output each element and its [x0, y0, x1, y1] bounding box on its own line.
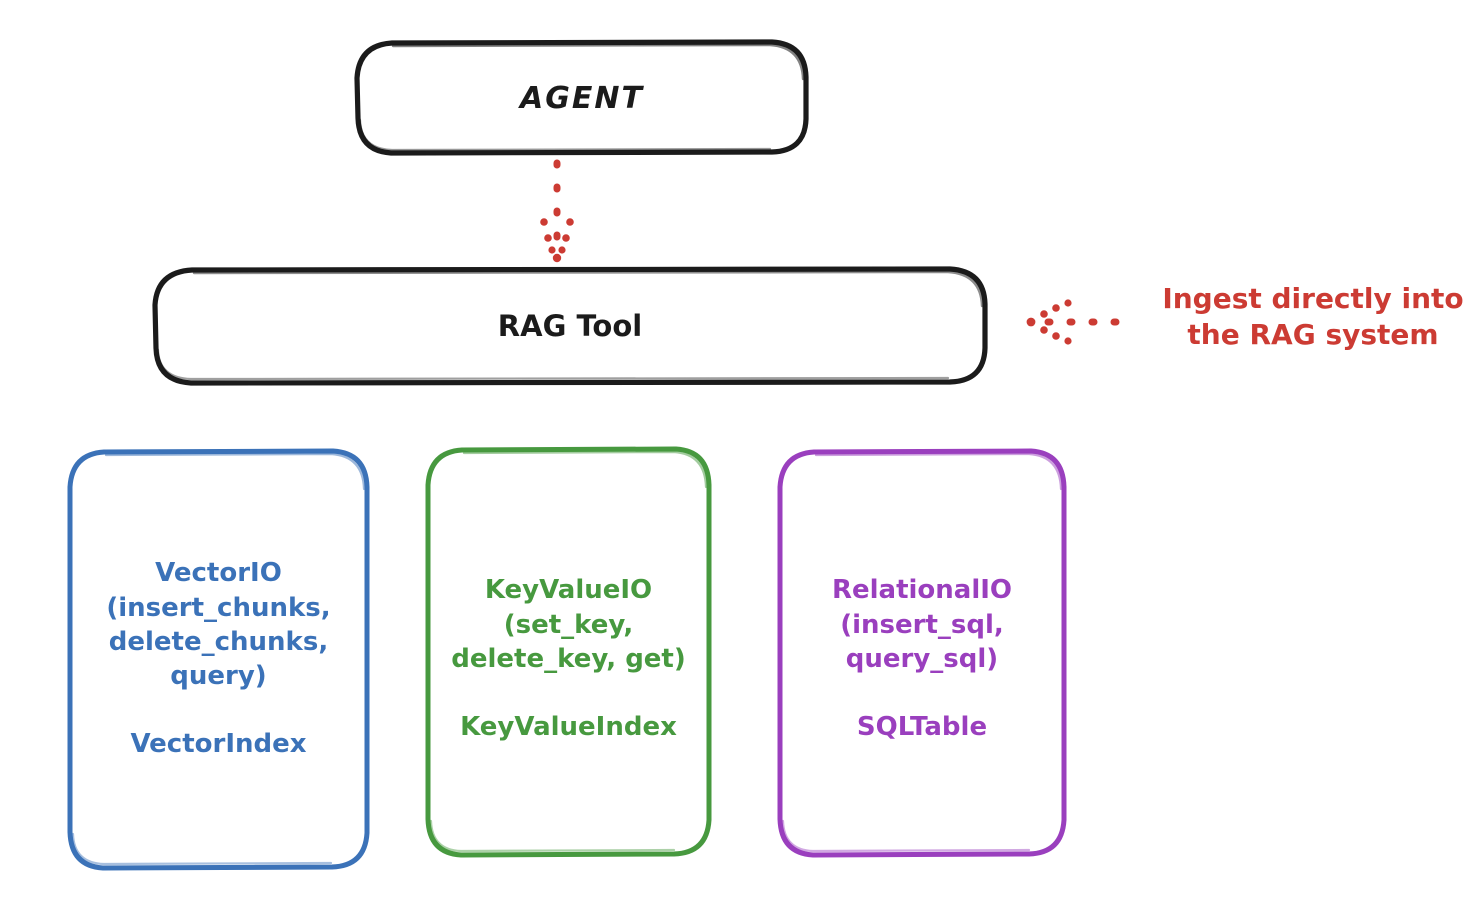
agent-box[interactable] [354, 39, 809, 156]
agent-to-rag-connector [540, 159, 574, 263]
key-value-io-box[interactable] [425, 446, 712, 858]
ingest-arrow-connector [1026, 299, 1129, 345]
rag-tool-box[interactable] [152, 266, 988, 386]
relational-io-box[interactable] [777, 448, 1067, 858]
vector-io-box[interactable] [67, 448, 370, 871]
